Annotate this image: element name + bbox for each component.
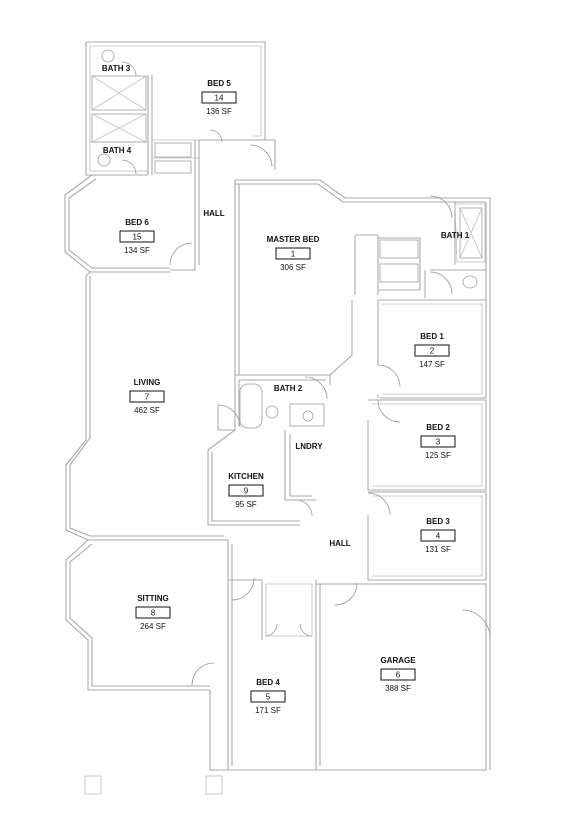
room-tag-bed1: BED 1 2 147 SF	[414, 332, 450, 369]
bath-4-label: BATH 4	[103, 146, 132, 155]
room-tag-bed6: BED 6 15 134 SF	[119, 218, 155, 255]
room-number-box	[275, 247, 311, 260]
vanity-fixture	[379, 239, 419, 259]
room-name: BED 2	[426, 423, 450, 432]
room-number-box	[119, 230, 155, 243]
room-name: BED 6	[125, 218, 149, 227]
room-number-box	[201, 91, 237, 104]
room-tag-bed2: BED 2 3 125 SF	[420, 423, 456, 460]
post-marker	[205, 775, 223, 795]
room-number: 2	[430, 347, 435, 356]
room-name: GARAGE	[380, 656, 416, 665]
laundry-label: LNDRY	[295, 442, 323, 451]
room-area: 306 SF	[280, 263, 306, 272]
room-name: BED 1	[420, 332, 444, 341]
room-number: 15	[133, 233, 142, 242]
room-number: 9	[244, 487, 249, 496]
room-number-box	[129, 390, 165, 403]
room-number: 14	[215, 94, 224, 103]
room-area: 147 SF	[419, 360, 445, 369]
room-area: 125 SF	[425, 451, 451, 460]
room-name: KITCHEN	[228, 472, 264, 481]
toilet-icon	[462, 275, 478, 289]
toilet-icon	[97, 153, 111, 167]
room-name: MASTER BED	[267, 235, 320, 244]
room-tag-master-bed: MASTER BED 1 306 SF	[267, 235, 320, 272]
toilet-icon	[265, 405, 279, 419]
room-name: BED 5	[207, 79, 231, 88]
walls	[64, 41, 491, 771]
room-tag-bed5: BED 5 14 136 SF	[201, 79, 237, 116]
room-area: 388 SF	[385, 684, 411, 693]
room-tag-living: LIVING 7 462 SF	[129, 378, 165, 415]
room-area: 134 SF	[124, 246, 150, 255]
bath-3-label: BATH 3	[102, 64, 131, 73]
room-area: 264 SF	[140, 622, 166, 631]
room-area: 136 SF	[206, 107, 232, 116]
room-number: 8	[151, 609, 156, 618]
room-number-box	[380, 668, 416, 681]
bath-1-label: BATH 1	[441, 231, 470, 240]
room-name: BED 3	[426, 517, 450, 526]
vanity-fixture	[154, 142, 192, 158]
room-tag-sitting: SITTING 8 264 SF	[135, 594, 171, 631]
room-number: 3	[436, 438, 441, 447]
room-number-box	[414, 344, 450, 357]
room-number-box	[135, 606, 171, 619]
room-tag-bed3: BED 3 4 131 SF	[420, 517, 456, 554]
room-tag-bed4: BED 4 5 171 SF	[250, 678, 286, 715]
space-labels: BATH 3 BATH 4 HALL BATH 1 BATH 2 LNDRY H…	[102, 64, 470, 548]
bath-2-label: BATH 2	[274, 384, 303, 393]
room-number: 6	[396, 671, 401, 680]
room-name: BED 4	[256, 678, 280, 687]
hall-upper-label: HALL	[203, 209, 224, 218]
vanity-fixture	[154, 160, 192, 174]
room-number: 4	[436, 532, 441, 541]
room-number: 5	[266, 693, 271, 702]
room-area: 95 SF	[235, 500, 256, 509]
bathtub-fixture	[239, 383, 263, 429]
room-tag-kitchen: KITCHEN 9 95 SF	[228, 472, 264, 509]
room-name: LIVING	[134, 378, 161, 387]
hall-lower-label: HALL	[329, 539, 350, 548]
room-name: SITTING	[137, 594, 169, 603]
room-number: 1	[291, 250, 296, 259]
room-number: 7	[145, 393, 150, 402]
toilet-icon	[101, 49, 115, 63]
room-area: 171 SF	[255, 706, 281, 715]
post-marker	[84, 775, 102, 795]
door-swings	[121, 61, 491, 686]
room-number-box	[250, 690, 286, 703]
room-tag-garage: GARAGE 6 388 SF	[380, 656, 416, 693]
vanity-fixture	[379, 263, 419, 283]
room-number-box	[420, 529, 456, 542]
fixtures	[84, 49, 483, 795]
room-number-box	[228, 484, 264, 497]
room-area: 462 SF	[134, 406, 160, 415]
room-area: 131 SF	[425, 545, 451, 554]
room-number-box	[420, 435, 456, 448]
